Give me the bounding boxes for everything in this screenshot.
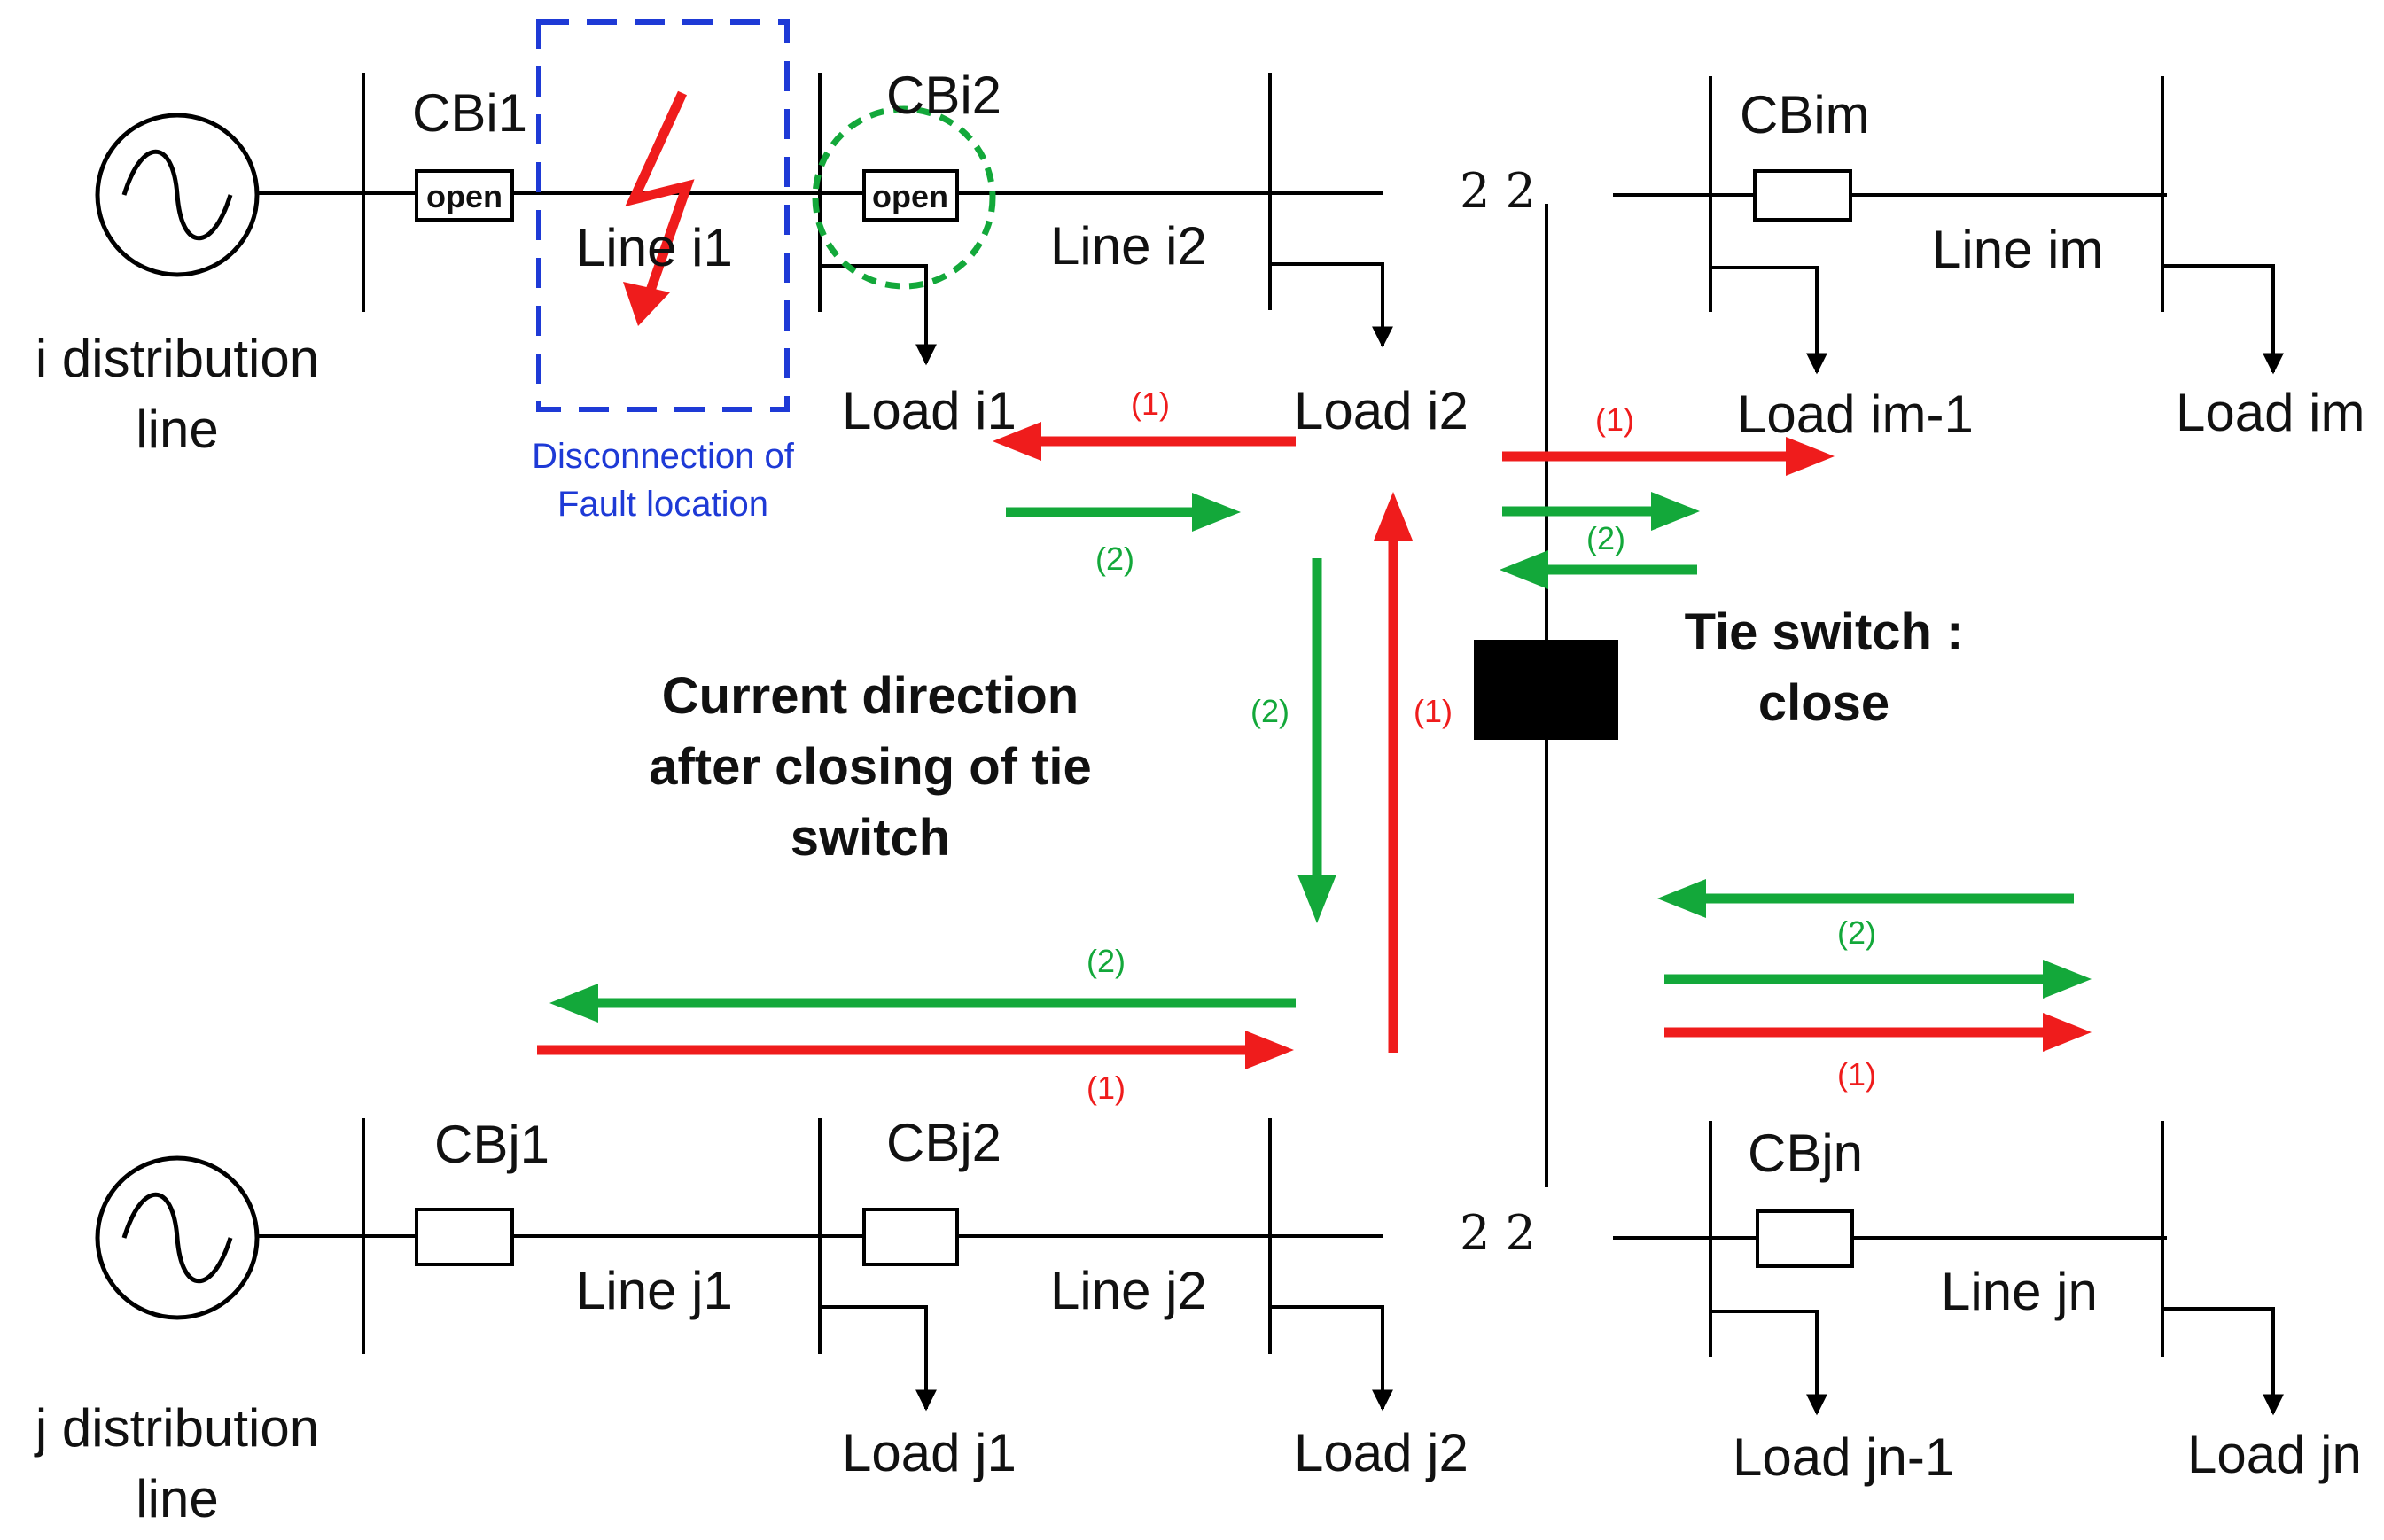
line-label-i2: Line i2 <box>1050 216 1207 276</box>
breaker-label-cbi1: CBi1 <box>412 83 527 143</box>
breaker-label-cbim: CBim <box>1740 85 1870 144</box>
flow-arrow-2-vertical <box>1297 558 1336 923</box>
load-label-jn1: Load jn-1 <box>1733 1427 1954 1487</box>
load-label-j1: Load j1 <box>842 1423 1017 1482</box>
breaker-cbi2 <box>862 169 959 222</box>
breaker-label-cbj1: CBj1 <box>434 1115 549 1174</box>
source-j-label-line1: j distribution <box>34 1398 319 1458</box>
flow-arrow-1-bottom-right <box>1664 1013 2092 1052</box>
j-network <box>95 1118 2284 1416</box>
line-break-mark-top: 2 2 <box>1460 163 1536 219</box>
lightning-fault-icon <box>623 90 695 326</box>
flow-tag-1-top-right: (1) <box>1595 401 1634 438</box>
flow-tag-2-top-right: (2) <box>1586 520 1625 556</box>
load-tap-im <box>2162 264 2284 375</box>
flow-arrow-2-top-left <box>1006 493 1241 532</box>
breaker-status-i1: open <box>426 178 503 214</box>
tie-switch-label-line2: close <box>1758 674 1889 732</box>
current-direction-title-line1: Current direction <box>662 667 1079 725</box>
load-label-im: Load im <box>2176 383 2365 442</box>
breaker-status-i2: open <box>872 178 948 214</box>
load-tap-jn <box>2162 1307 2284 1416</box>
breaker-label-cbj2: CBj2 <box>886 1113 1001 1172</box>
breaker-cbjn <box>1756 1209 1854 1268</box>
breaker-highlight-circle <box>812 105 996 290</box>
tie-switch-icon <box>1474 640 1618 740</box>
breaker-label-cbi2: CBi2 <box>886 66 1001 125</box>
i-network <box>95 73 2284 375</box>
source-i-label-line2: line <box>136 400 218 459</box>
ac-source-icon <box>95 1155 260 1320</box>
breaker-cbj2 <box>862 1208 959 1266</box>
current-direction-title-line2: after closing of tie <box>649 738 1092 796</box>
load-tap-im1 <box>1710 266 1827 375</box>
flow-tag-1-bottom-left: (1) <box>1087 1069 1126 1106</box>
flow-tag-2-top-left: (2) <box>1095 541 1134 577</box>
flow-arrow-1-vertical <box>1374 492 1413 1053</box>
labels: i distribution line j distribution line … <box>34 66 2365 1528</box>
load-label-im1: Load im-1 <box>1737 385 1974 444</box>
ac-source-icon <box>95 113 260 277</box>
flow-tag-2-vertical: (2) <box>1250 693 1289 729</box>
fault-location-box <box>536 19 790 412</box>
flow-tag-1-top-left: (1) <box>1131 385 1170 422</box>
load-tap-j2 <box>1270 1305 1393 1412</box>
load-tap-i2 <box>1270 262 1393 348</box>
flow-tag-1-vertical: (1) <box>1414 693 1453 729</box>
flow-arrow-1-top-left <box>993 422 1296 461</box>
flow-tag-2-bottom-right: (2) <box>1837 914 1876 951</box>
breaker-label-cbjn: CBjn <box>1748 1124 1863 1183</box>
line-label-jn: Line jn <box>1941 1262 2098 1321</box>
current-flow-arrows <box>537 422 2092 1069</box>
load-label-i1: Load i1 <box>842 381 1017 440</box>
line-label-i1: Line i1 <box>576 218 733 277</box>
current-direction-title-line3: switch <box>791 809 951 867</box>
flow-arrow-1-bottom-left <box>537 1031 1294 1069</box>
breaker-cbim <box>1753 169 1852 222</box>
line-label-j2: Line j2 <box>1050 1261 1207 1320</box>
line-label-j1: Line j1 <box>576 1261 733 1320</box>
flow-arrow-2-bottom-left <box>549 984 1296 1023</box>
flow-arrow-2-bottom-right-west <box>1657 879 2074 918</box>
tie-switch-label-line1: Tie switch : <box>1685 603 1964 661</box>
load-tap-i1 <box>820 264 937 366</box>
fault-note-line1: Disconnection of <box>532 437 795 476</box>
load-label-j2: Load j2 <box>1294 1423 1469 1482</box>
load-label-jn: Load jn <box>2187 1425 2362 1484</box>
source-i-label-line1: i distribution <box>35 329 319 388</box>
flow-arrow-2-top-right-east <box>1502 492 1700 531</box>
line-label-im: Line im <box>1932 220 2103 279</box>
tie-line <box>1474 204 1618 1187</box>
fault-note-line2: Fault location <box>557 485 768 524</box>
flow-arrow-2-bottom-right-east <box>1664 960 2092 999</box>
breaker-cbj1 <box>415 1208 514 1266</box>
flow-arrow-2-top-right-west <box>1500 550 1697 589</box>
source-j-label-line2: line <box>136 1469 218 1528</box>
breaker-cbi1 <box>415 169 514 222</box>
line-break-mark-bottom: 2 2 <box>1460 1205 1536 1261</box>
flow-tag-2-bottom-left: (2) <box>1087 943 1126 979</box>
load-tap-j1 <box>820 1305 937 1412</box>
flow-arrow-1-top-right <box>1502 437 1835 476</box>
load-tap-jn1 <box>1710 1310 1827 1416</box>
load-label-i2: Load i2 <box>1294 381 1469 440</box>
flow-tag-1-bottom-right: (1) <box>1837 1056 1876 1093</box>
